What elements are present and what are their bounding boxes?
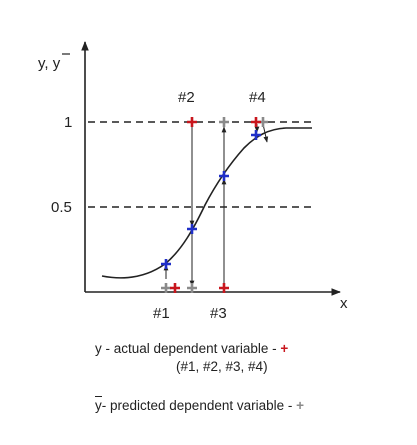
point-label-3: #3 bbox=[210, 305, 227, 322]
point-label-2: #2 bbox=[178, 89, 195, 106]
tick-label-05: 0.5 bbox=[51, 199, 72, 216]
logistic-curve bbox=[101, 127, 312, 279]
grey-plus-icon: + bbox=[296, 398, 305, 413]
plus-marker-curve bbox=[161, 130, 261, 269]
y-axis-label: y, y bbox=[38, 55, 61, 72]
point-label-4: #4 bbox=[249, 89, 266, 106]
legend-predicted: y- predicted dependent variable - + bbox=[95, 398, 304, 413]
legend-actual: y - actual dependent variable - + bbox=[95, 341, 288, 356]
legend-actual-points: (#1, #2, #3, #4) bbox=[176, 359, 268, 374]
plus-marker-actual bbox=[170, 117, 261, 293]
tick-label-1: 1 bbox=[64, 114, 72, 131]
red-plus-icon: + bbox=[280, 341, 289, 356]
legend-predicted-text: y- predicted dependent variable - bbox=[95, 398, 297, 413]
plus-marker-predicted bbox=[161, 117, 268, 293]
point-label-1: #1 bbox=[153, 305, 170, 322]
x-axis-label: x bbox=[340, 295, 348, 312]
legend-actual-text: y - actual dependent variable - bbox=[95, 341, 281, 356]
y-bar-overline-legend bbox=[95, 396, 102, 397]
